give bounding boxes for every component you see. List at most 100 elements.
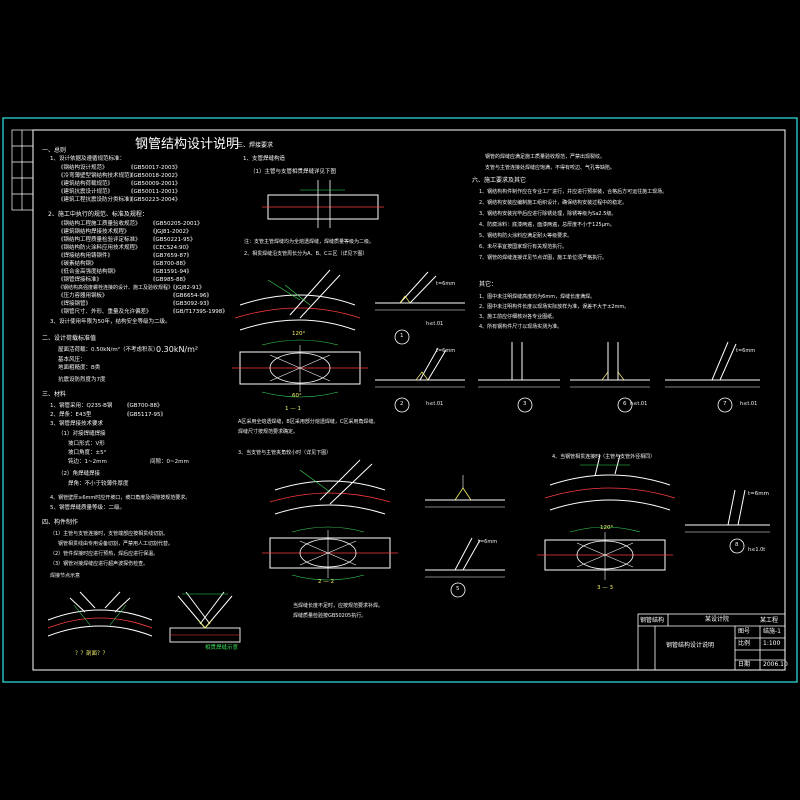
detail-dim-2: t=6mm	[436, 348, 456, 354]
pipe-figure-plan-1	[232, 339, 368, 398]
s2-item-0: 《钢结构工程施工质量验收规范》	[58, 221, 141, 227]
detail-label-1: 1	[400, 333, 404, 339]
detail-sub-8: h≤1.0t	[748, 547, 766, 553]
mid-note1: 注：支管主管焊缝均为全熔透焊缝，焊缝质量等级为二级。	[244, 239, 375, 245]
right-detail-0: 1、图中未注明焊缝高度均为6mm，焊缝长度满焊。	[479, 294, 596, 300]
mat-code-1: 《GB5117-95》	[124, 412, 167, 418]
detail-dim-5: t=6mm	[478, 539, 498, 545]
detail-label-7: 7	[723, 401, 727, 407]
s1-code-2: 《GB50009-2001》	[128, 181, 181, 187]
right-item-6: 7、钢管的焊缝连接详见节点详图，施工单位须严格执行。	[479, 255, 608, 261]
s2-code-5: 《GB700-88》	[150, 261, 189, 267]
right-item-2: 3、钢结构安装完毕后应进行除锈处理，除锈等级为Sa2.5级。	[479, 211, 617, 217]
s2-item-10: 《焊接钢管》	[58, 301, 92, 307]
right-detail-3: 4、所有钢构件尺寸以现场实测为准。	[479, 324, 563, 330]
s2-item-4: 《焊接结构用铸钢件》	[58, 253, 114, 259]
s2-item-7: 《钢管焊接标准》	[58, 277, 103, 283]
right-heading-2: 六、施工要求及其它	[472, 177, 527, 184]
make-item-0: （1）主管与支管连接时，支管端部应按相贯线切割。	[50, 531, 169, 537]
mid-note-11: A区采用全熔透焊缝，B区采用部分熔透焊缝，C区采用角焊缝。	[238, 419, 379, 425]
mat-item-1: 2、焊条：E43型	[50, 412, 92, 418]
s2-item-8: 《钢结构高强度螺栓连接的设计、施工及验收规程》	[58, 285, 174, 291]
right-intro-0: 钢管的焊缝应满足施工质量验收规范，严禁出现裂纹。	[485, 154, 606, 160]
load-line-1: 屋面活荷载：0.50kN/m²（不考虑积灰）	[58, 347, 159, 353]
load-value: 0.30kN/m²	[156, 345, 199, 354]
tb-small-label: 钢管结构	[640, 617, 665, 624]
make-item-2: （2）管件焊接时应进行预热，焊后应进行保温。	[50, 551, 159, 557]
section-2-2: 2 — 2	[318, 579, 334, 585]
s1-item-3: 《建筑结构荷载规范》	[58, 181, 114, 187]
s2-code-8: 《JGJ82-91》	[170, 285, 205, 291]
detail-sub-7: h≤t.01	[740, 401, 758, 407]
pipe-figure-plan-3	[537, 526, 673, 580]
detail-sub-2: h≤t.01	[426, 401, 444, 407]
mat-item-9: 焊角：不小于较薄件厚度	[68, 481, 129, 487]
weld-detail-7	[425, 537, 505, 598]
tb-value-1: 1:100	[763, 640, 781, 647]
left-figure-caption: ？？剖面？？	[75, 651, 109, 657]
weld-detail-2	[375, 347, 465, 413]
tb-label-2: 日期	[738, 661, 751, 668]
s2-code-11: 《GB/T17395-1998》	[170, 309, 228, 315]
detail-dim-1: t=6mm	[436, 281, 456, 287]
detail-label-8: 8	[735, 542, 739, 548]
right-detail-heading: 其它：	[479, 281, 498, 288]
s2-code-9: 《GB6654-96》	[170, 293, 213, 299]
load-line-4: 抗震设防烈度为7度	[58, 377, 106, 383]
pipe-figure-curved-3	[544, 454, 676, 511]
mat-item-3: （1）对接焊缝焊接	[58, 431, 106, 437]
mat-item-11: 5、钢管焊缝质量等级：二级。	[50, 505, 126, 511]
s2-item-2: 《钢结构工程质量检验评定标准》	[58, 237, 141, 243]
right-intro-1: 支管与主管连接处焊缝应饱满，不得有咬边、气孔等缺陷。	[485, 165, 616, 171]
mid-sub3: 3、当支管与主管夹角较小时（详见下图）	[238, 450, 332, 456]
tb-company: 某设计院	[705, 616, 730, 623]
right-angle-120: 120°	[600, 525, 614, 531]
mid-sub1: 1、支管焊缝构造	[243, 156, 285, 162]
mid-angle-60: 60°	[292, 393, 302, 399]
weld-detail-4	[570, 342, 650, 413]
s2-extra: 3、设计使用年限为50年，结构安全等级为二级。	[50, 319, 171, 325]
tb-small-value: 某工程	[760, 617, 779, 624]
right-sub4: 4、当钢管相贯连接时（主管与支管外径相同）	[552, 454, 656, 460]
right-item-0: 1、钢结构构件制作应在专业工厂进行，并应进行预拼装，合格后方可运往施工现场。	[479, 189, 668, 195]
detail-label-3: 3	[523, 401, 527, 407]
right-item-5: 6、未尽事宜按国家现行有关规范执行。	[479, 244, 568, 250]
mat-item-5: 坡口角度：±5°	[68, 450, 107, 456]
s1-code-0: 《GB50017-2003》	[128, 165, 181, 171]
weld-detail-8	[685, 489, 770, 554]
right-detail-2: 3、施工前应仔细核对各专业图纸。	[479, 314, 558, 320]
s1-item-1: 《钢结构设计规范》	[58, 165, 108, 171]
s2-code-6: 《GB1591-94》	[150, 269, 193, 275]
weld-detail-3	[478, 342, 560, 413]
pipe-figure-top	[262, 180, 384, 228]
s2-code-10: 《GB3092-93》	[170, 301, 213, 307]
mat-item-10: 4、钢管壁厚≥6mm时应开坡口，坡口角度及间隙按规范要求。	[50, 495, 191, 501]
mat-item-0: 1、钢管采用：Q235-B钢	[50, 403, 113, 409]
pipe-figure-curved-2	[269, 459, 391, 515]
section-1-1: 1 — 1	[285, 406, 301, 412]
detail-sub-6: h≤t.01	[630, 401, 648, 407]
s2-item-1: 《建筑钢结构焊接技术规程》	[58, 229, 130, 235]
mat-code-0: 《GB700-88》	[124, 403, 163, 409]
detail-sub-1: h≤t.01	[426, 321, 444, 327]
mid-sub1-text: （1）主管与支管相贯焊缝详见下图	[250, 169, 337, 175]
left-figure2-caption: 相贯焊缝示意	[205, 645, 239, 651]
mat-item-2: 3、钢管焊接技术要求	[50, 421, 103, 427]
s1-item-0: 1、设计依据及遵循规范标准：	[50, 156, 126, 162]
s2-code-7: 《GB985-88》	[150, 277, 189, 283]
left-figure-label: 焊接节点示意	[50, 573, 81, 579]
tb-sheet-title: 钢管结构设计说明	[666, 642, 715, 649]
s2-code-4: 《GB7659-87》	[150, 253, 193, 259]
s2-item-5: 《碳素结构钢》	[58, 261, 97, 267]
detail-label-5: 5	[456, 586, 460, 592]
s1-item-5: 《建筑工程抗震设防分类标准》	[58, 197, 136, 203]
mid-sub2: 2、相贯焊缝沿支管周长分为A、B、C三区（详见下图）	[244, 251, 368, 257]
tb-value-0: 结施-1	[763, 628, 781, 635]
section4-heading: 三、材料	[42, 391, 67, 398]
mid-note-11b: 焊缝尺寸按规范要求确定。	[238, 429, 299, 435]
make-item-3: （3）钢管对接焊缝应进行超声波探伤检查。	[50, 561, 149, 567]
s2-code-1: 《JGJ81-2002》	[150, 229, 192, 235]
drawing-title: 钢管结构设计说明	[135, 137, 240, 152]
weld-detail-1	[375, 271, 465, 345]
load-line-2: 基本风压：	[58, 357, 86, 363]
